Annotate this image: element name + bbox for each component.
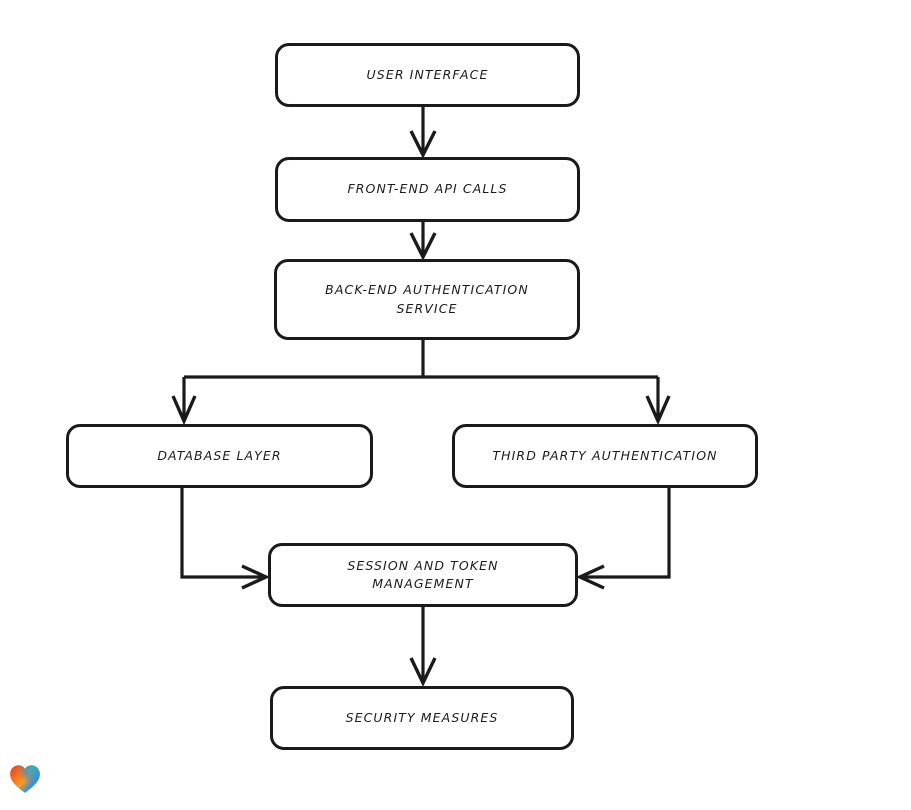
node-front-end-api-calls[interactable]: Front-End API Calls — [275, 157, 580, 222]
edge-backend-to-database — [171, 377, 197, 426]
node-session-and-token-management[interactable]: Session and Token Management — [268, 543, 578, 607]
edge-ui-to-api — [409, 107, 437, 159]
node-label: Database Layer — [157, 447, 282, 463]
edge-database-to-session — [180, 488, 271, 590]
node-label: Back-End Authentication Service — [325, 282, 529, 316]
edge-thirdparty-to-session — [575, 488, 671, 590]
node-database-layer[interactable]: Database Layer — [66, 424, 373, 488]
node-third-party-authentication[interactable]: Third Party Authentication — [452, 424, 758, 488]
edge-api-to-backend — [409, 222, 437, 261]
heart-icon — [10, 765, 40, 793]
node-security-measures[interactable]: Security Measures — [270, 686, 574, 750]
node-label: Security Measures — [345, 709, 499, 725]
edge-backend-to-thirdparty — [645, 377, 671, 426]
node-label: User Interface — [366, 66, 489, 82]
edge-session-to-security — [409, 607, 437, 687]
heart-icon-wrapper — [8, 762, 42, 796]
node-label: Front-End API Calls — [347, 181, 508, 197]
node-user-interface[interactable]: User Interface — [275, 43, 580, 107]
node-label: Session and Token Management — [347, 557, 499, 591]
node-back-end-authentication-service[interactable]: Back-End Authentication Service — [274, 259, 580, 340]
node-label: Third Party Authentication — [492, 447, 718, 463]
